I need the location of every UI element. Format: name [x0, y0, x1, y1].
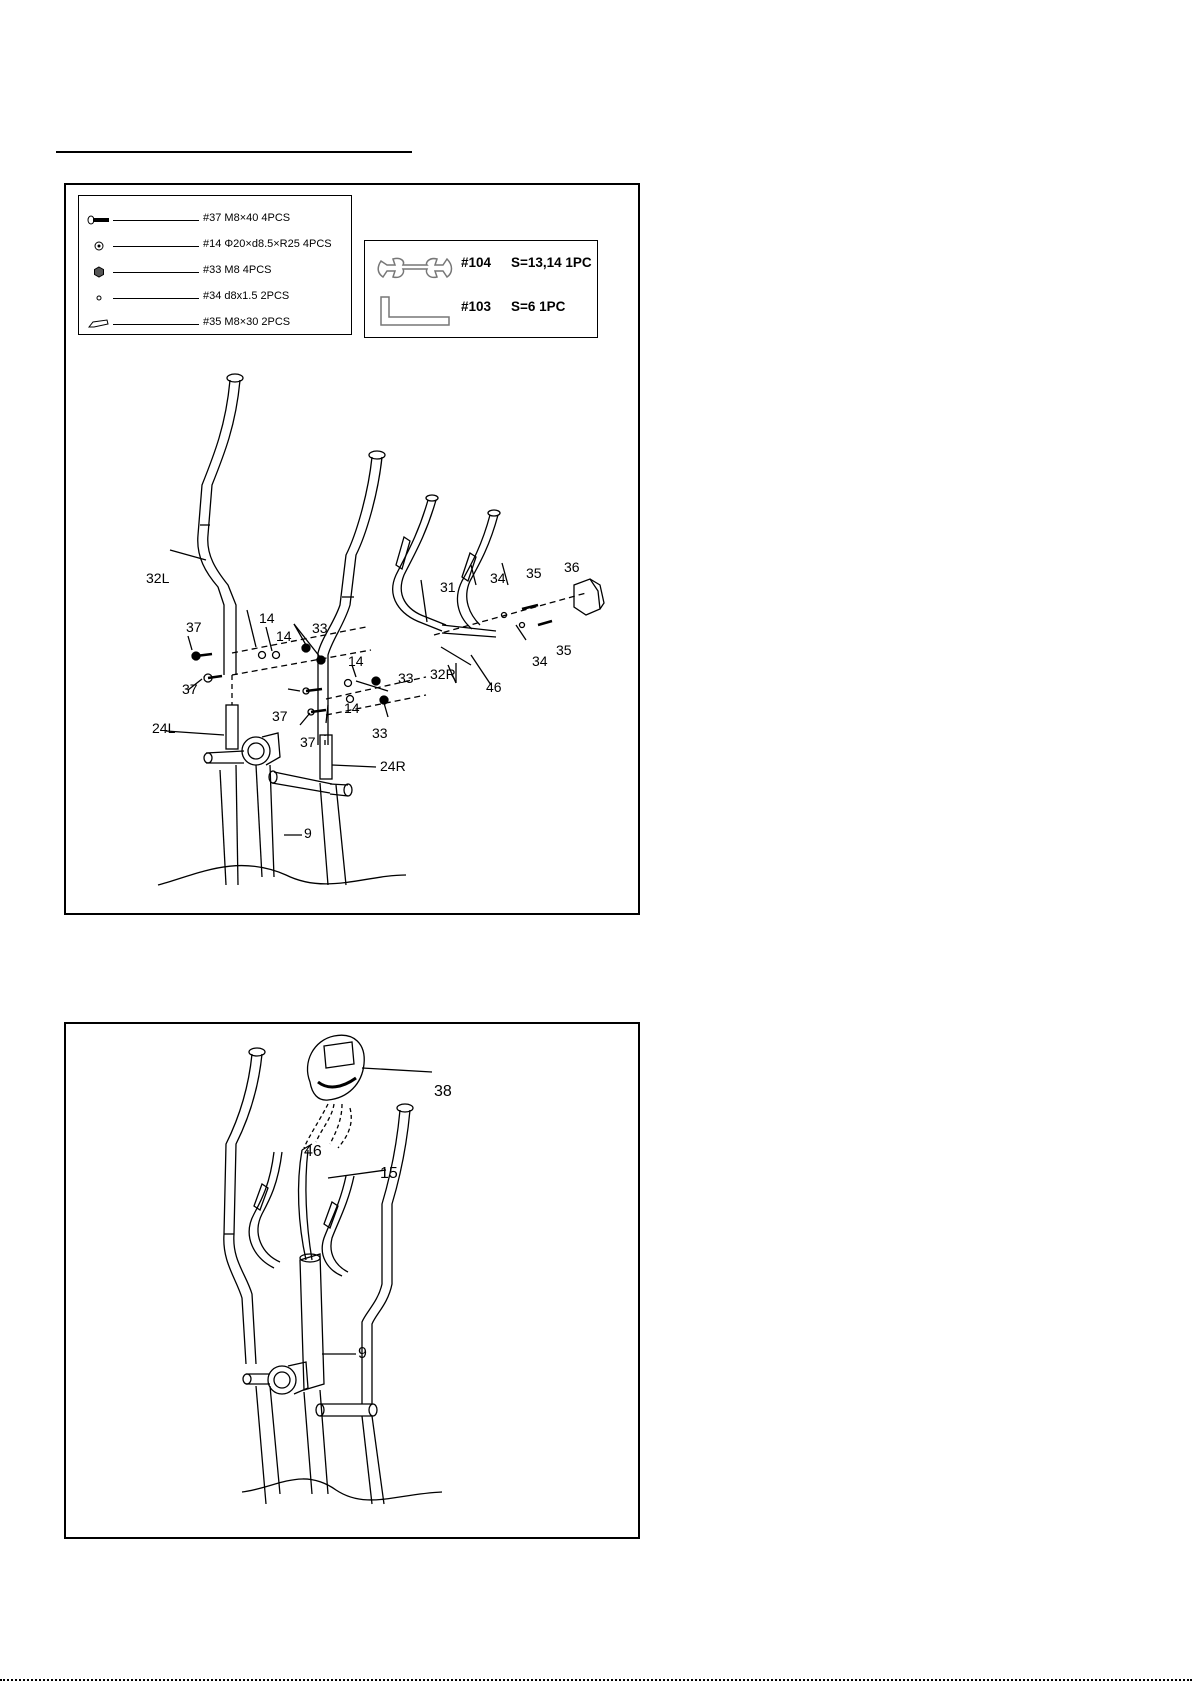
wrench-icon: [375, 249, 455, 287]
callout-24L: 24L: [152, 721, 175, 735]
callout-32R: 32R: [430, 667, 456, 681]
hardware-label: #33 M8 4PCS: [203, 264, 271, 276]
hardware-label: #35 M8×30 2PCS: [203, 316, 290, 328]
callout-14: 14: [348, 654, 364, 668]
callout-37: 37: [182, 682, 198, 696]
callout-33: 33: [372, 726, 388, 740]
leader-line: [113, 220, 199, 221]
tool-spec: S=13,14 1PC: [511, 255, 592, 270]
hardware-label: #14 Φ20×d8.5×R25 4PCS: [203, 238, 332, 250]
callout-37: 37: [300, 735, 316, 749]
leader-line: [113, 324, 199, 325]
tool-item: #104 S=13,14 1PC: [461, 255, 592, 270]
washer-d8-icon: [87, 291, 111, 305]
callout-46: 46: [304, 1144, 322, 1160]
callout-33: 33: [398, 671, 414, 685]
bolt-m8x40-icon: [87, 213, 111, 227]
tool-code: #103: [461, 299, 501, 314]
callout-24R: 24R: [380, 759, 406, 773]
hardware-item: #14 Φ20×d8.5×R25 4PCS: [79, 236, 351, 256]
nut-m8-icon: [87, 265, 111, 279]
callout-38: 38: [434, 1084, 452, 1100]
callout-34: 34: [490, 571, 506, 585]
callout-36: 36: [564, 560, 580, 574]
leader-line: [113, 272, 199, 273]
tool-item: #103 S=6 1PC: [461, 299, 565, 314]
callout-32L: 32L: [146, 571, 169, 585]
allen-key-icon: [375, 291, 455, 331]
hardware-item: #35 M8×30 2PCS: [79, 314, 351, 334]
bolt-m8x30-icon: [87, 317, 111, 331]
leader-line: [113, 298, 199, 299]
callout-33: 33: [312, 621, 328, 635]
assembly-figure-handlebars: #37 M8×40 4PCS #14 Φ20×d8.5×R25 4PCS #33…: [64, 183, 640, 915]
callout-34: 34: [532, 654, 548, 668]
callout-35: 35: [556, 643, 572, 657]
callout-35: 35: [526, 566, 542, 580]
hardware-item: #34 d8x1.5 2PCS: [79, 288, 351, 308]
hardware-item: #37 M8×40 4PCS: [79, 210, 351, 230]
callout-31: 31: [440, 580, 456, 594]
callout-14: 14: [276, 629, 292, 643]
curved-washer-icon: [87, 239, 111, 253]
callout-46: 46: [486, 680, 502, 694]
callout-14: 14: [344, 701, 360, 715]
hardware-pack-list: #37 M8×40 4PCS #14 Φ20×d8.5×R25 4PCS #33…: [78, 195, 352, 335]
callout-9: 9: [358, 1346, 367, 1362]
hardware-item: #33 M8 4PCS: [79, 262, 351, 282]
section-heading-rule: [56, 151, 412, 153]
hardware-label: #34 d8x1.5 2PCS: [203, 290, 289, 302]
hardware-label: #37 M8×40 4PCS: [203, 212, 290, 224]
tool-spec: S=6 1PC: [511, 299, 565, 314]
callout-37: 37: [186, 620, 202, 634]
console-assembly-drawing: [66, 1024, 638, 1537]
tool-code: #104: [461, 255, 501, 270]
callout-9: 9: [304, 826, 312, 840]
callout-14: 14: [259, 611, 275, 625]
callout-37: 37: [272, 709, 288, 723]
callout-15: 15: [380, 1166, 398, 1182]
assembly-figure-console: 38 46 15 9: [64, 1022, 640, 1539]
tools-list: #104 S=13,14 1PC #103 S=6 1PC: [364, 240, 598, 338]
leader-line: [113, 246, 199, 247]
page-bottom-rule: [0, 1679, 1192, 1681]
